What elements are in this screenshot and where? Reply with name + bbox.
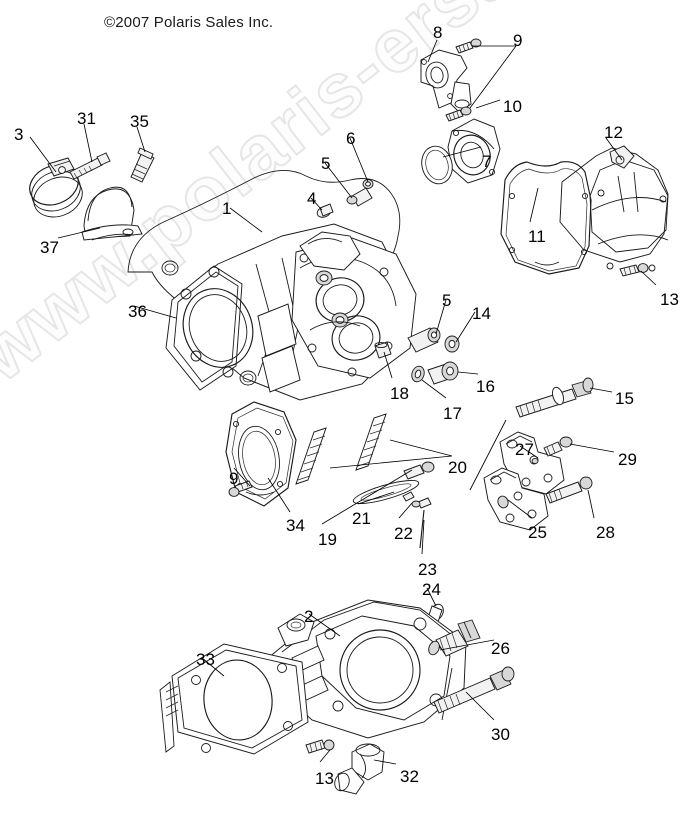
callout-3: 3	[14, 125, 24, 144]
callout-5b: 5	[442, 291, 452, 310]
callout-13a: 13	[660, 290, 679, 309]
part-8-thermostat-housing	[421, 50, 471, 112]
part-37-heat-shield-bracket	[82, 187, 142, 240]
callout-26: 26	[491, 639, 510, 658]
part-19-stud-bolt	[404, 462, 434, 479]
part-21-valve-spring-seat	[351, 476, 420, 508]
callout-6: 6	[346, 129, 356, 148]
part-9-flange-bolts-top	[446, 39, 481, 121]
part-25-rocker-arm-intake	[484, 468, 548, 530]
callout-11: 11	[528, 227, 546, 246]
part-31-clamp-screw	[70, 153, 110, 179]
leader-lines	[30, 40, 656, 764]
callout-33: 33	[196, 650, 215, 669]
part-12-valve-cover	[560, 146, 668, 271]
callout-12: 12	[604, 123, 623, 142]
part-35-bracket-bolt	[131, 148, 154, 182]
part-5-plug-top	[347, 188, 372, 206]
part-1-cylinder-head-assembly	[128, 170, 416, 400]
callout-27: 27	[515, 440, 534, 459]
callout-35: 35	[130, 112, 149, 131]
part-32-water-elbow-fitting	[332, 744, 384, 794]
callout-16: 16	[476, 377, 495, 396]
callout-17: 17	[443, 404, 462, 423]
callout-25: 25	[528, 523, 547, 542]
callout-37: 37	[40, 238, 59, 257]
callout-23: 23	[418, 560, 437, 579]
part-29-rocker-bolt-upper	[544, 437, 572, 456]
part-18-valve-guide	[375, 342, 391, 358]
callout-5a: 5	[321, 154, 331, 173]
callout-28: 28	[596, 523, 615, 542]
callout-30: 30	[491, 725, 510, 744]
part-13-cover-bolt-lower	[306, 740, 334, 753]
part-15-rocker-shaft-bolt	[516, 378, 593, 417]
part-6-breather-fitting	[363, 180, 373, 189]
part-2-cylinder-block	[268, 600, 466, 738]
callout-24: 24	[422, 580, 441, 599]
callout-32: 32	[400, 767, 419, 786]
callout-13b: 13	[315, 769, 334, 788]
callout-14: 14	[472, 304, 491, 323]
part-10-intake-flange	[448, 119, 500, 183]
part-16-oil-jet	[428, 362, 458, 384]
callout-22: 22	[394, 524, 413, 543]
part-34-cam-chain-cover	[226, 402, 296, 506]
part-9-flange-bolt-left	[229, 481, 252, 496]
part-23-valve	[403, 492, 431, 548]
part-28-rocker-bolt-lower	[546, 477, 592, 503]
callout-34: 34	[286, 516, 305, 535]
callout-7: 7	[482, 152, 492, 171]
callout-8: 8	[433, 23, 443, 42]
copyright-notice: ©2007 Polaris Sales Inc.	[104, 14, 274, 31]
callout-18: 18	[390, 384, 409, 403]
part-5-plug-right	[408, 328, 440, 352]
callout-15: 15	[615, 389, 634, 408]
part-7-o-ring-seal	[418, 143, 457, 187]
callout-2: 2	[304, 607, 314, 626]
callout-4: 4	[307, 189, 317, 208]
callout-29: 29	[618, 450, 637, 469]
callout-1: 1	[222, 199, 232, 218]
callout-20: 20	[448, 458, 467, 477]
part-17-washer	[410, 365, 426, 384]
part-4-dowel-pin	[316, 204, 333, 219]
callout-21: 21	[352, 509, 371, 528]
callout-36: 36	[128, 302, 147, 321]
part-33-cylinder-base-gasket	[160, 644, 308, 754]
callout-31: 31	[77, 109, 96, 128]
callout-9b: 9	[229, 469, 239, 488]
part-20-valve-springs	[296, 414, 386, 484]
part-13-cover-bolt-right	[620, 264, 648, 276]
callout-9a: 9	[513, 31, 523, 50]
callout-19: 19	[318, 530, 337, 549]
part-11-valve-cover-gasket	[501, 162, 591, 274]
part-14-nut	[445, 336, 459, 352]
part-30-cylinder-stud-bolt	[434, 667, 514, 713]
callout-10: 10	[503, 97, 522, 116]
